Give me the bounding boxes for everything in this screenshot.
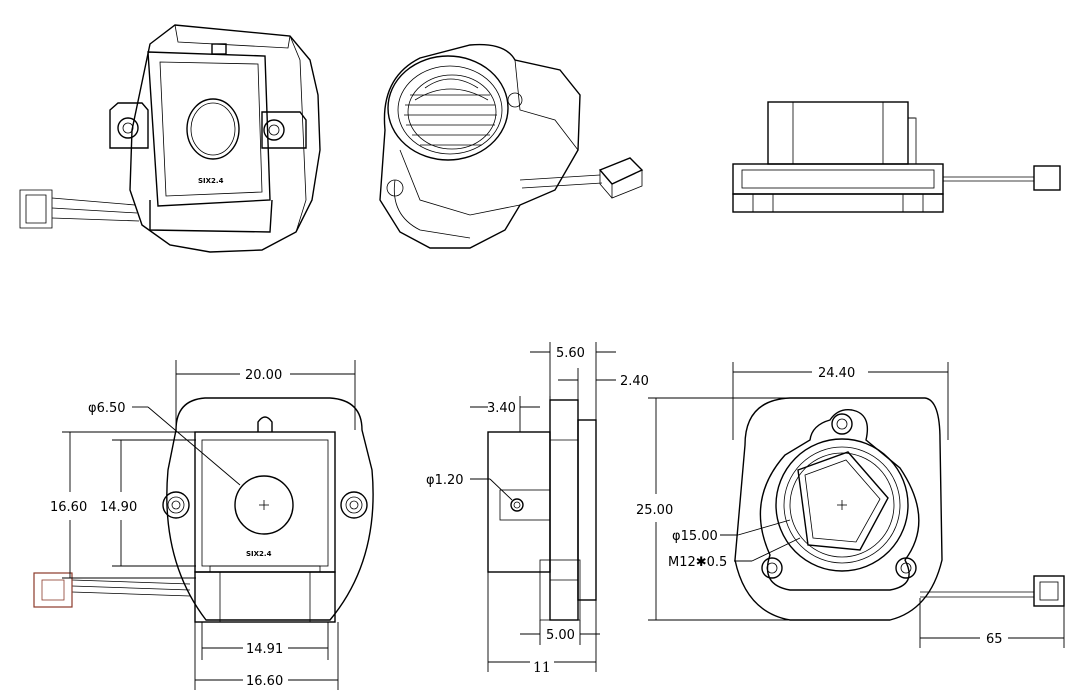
dim-lens-diameter: φ6.50 xyxy=(88,401,126,416)
dim-side-overall-width: 11 xyxy=(533,660,551,676)
iso-view-front: SIX2.4 xyxy=(19,24,321,253)
side-view: 5.60 2.40 3.40 φ1.20 5.00 11 xyxy=(426,342,649,676)
dim-rear-width: 24.40 xyxy=(818,366,855,381)
dim-rear-height: 25.00 xyxy=(636,503,673,518)
dim-side-top-right: 2.40 xyxy=(620,374,649,389)
dim-width-bottom-outer: 16.60 xyxy=(246,674,283,689)
iso-view-angled xyxy=(379,43,644,249)
dim-width-bottom-inner: 14.91 xyxy=(246,642,283,657)
dim-hole-diameter: φ1.20 xyxy=(426,473,464,488)
dim-height-outer: 16.60 xyxy=(50,500,87,515)
dim-side-bottom-width: 5.00 xyxy=(546,628,575,643)
dim-height-inner: 14.90 xyxy=(100,500,137,515)
front-view: SIX2.4 20.00 φ6.50 16.60 14.90 xyxy=(33,360,374,690)
side-view-top xyxy=(732,101,1061,213)
dim-cable-length: 65 xyxy=(986,632,1003,647)
part-marking-front: SIX2.4 xyxy=(246,550,272,558)
dim-thread: M12✱0.5 xyxy=(668,555,727,570)
dim-width-top: 20.00 xyxy=(245,368,282,383)
rear-view: 24.40 25.00 φ15.00 M12✱0.5 65 xyxy=(636,362,1065,648)
dim-side-left-width: 3.40 xyxy=(487,401,516,416)
part-marking-iso: SIX2.4 xyxy=(198,177,224,185)
dim-bore-diameter: φ15.00 xyxy=(672,529,718,544)
dim-side-top-width: 5.60 xyxy=(556,346,585,361)
